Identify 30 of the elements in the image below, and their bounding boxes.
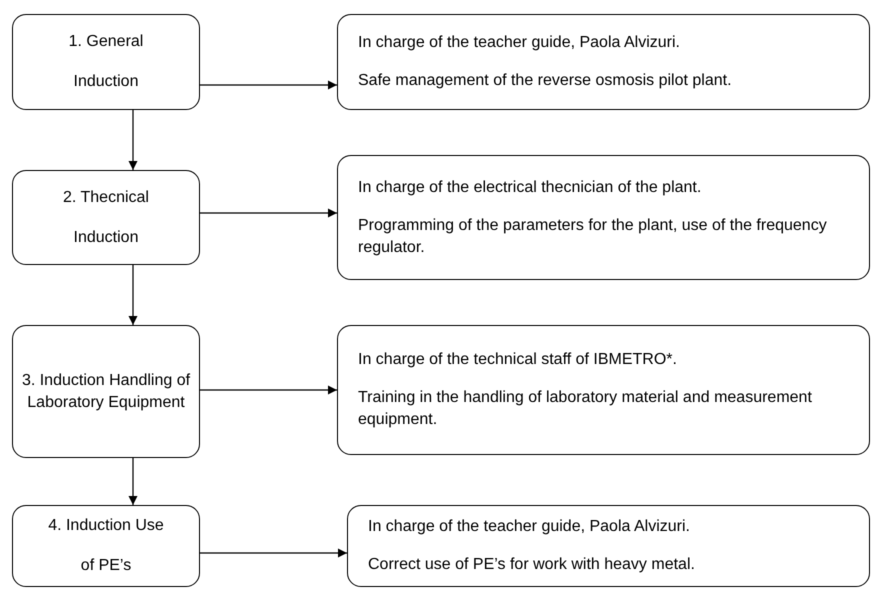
arrow (200, 548, 347, 558)
description-text: Programming of the parameters for the plant, use of the frequency regulator. (358, 216, 828, 258)
arrow (128, 110, 138, 170)
description-box (337, 155, 870, 280)
step-title: 4. Induction Use (48, 516, 164, 536)
step-box (12, 325, 200, 458)
arrow (128, 458, 138, 505)
step-box (12, 505, 200, 587)
description-text: Correct use of PE’s for work with heavy metal. (368, 555, 696, 575)
description-text: In charge of the electrical thecnician of the plant. (358, 178, 702, 198)
description-box (337, 325, 870, 455)
step-box (12, 14, 200, 110)
description-text: In charge of the teacher guide, Paola Alvizuri. (368, 517, 691, 537)
description-text: In charge of the technical staff of IBMETRO*. (358, 350, 678, 370)
description-text: Training in the handling of laboratory material and measurement equipment. (358, 388, 813, 430)
step-title: of PE’s (80, 556, 132, 576)
step-title: Induction (74, 228, 138, 248)
description-text: In charge of the teacher guide, Paola Alvizuri. (358, 33, 681, 53)
arrow (200, 208, 337, 218)
description-text: Safe management of the reverse osmosis pilot plant. (358, 71, 733, 91)
step-title: 3. Induction Handling of Laboratory Equipment (21, 370, 191, 412)
description-box (347, 505, 870, 587)
arrow (200, 386, 337, 394)
arrow (128, 265, 138, 325)
step-title: 2. Thecnical (63, 188, 149, 208)
description-box (337, 14, 870, 110)
step-box (12, 170, 200, 265)
step-title: Induction (74, 72, 138, 92)
arrow (200, 80, 337, 90)
step-title: 1. General (68, 32, 144, 52)
